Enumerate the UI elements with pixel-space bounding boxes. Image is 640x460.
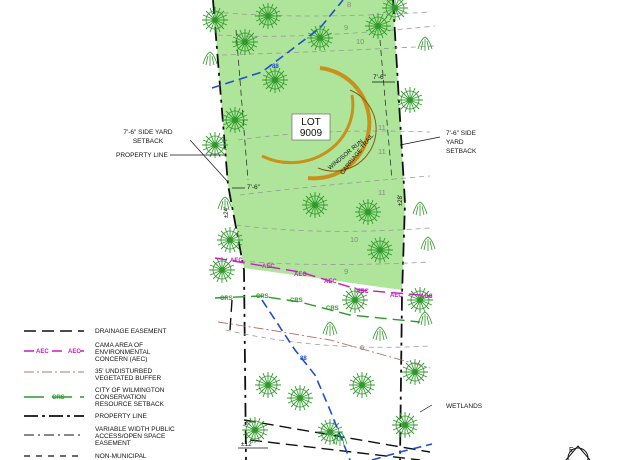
svg-text:10: 10 xyxy=(356,37,364,46)
legend-crs: CRS CITY OF WILMINGTON CONSERVATION RESO… xyxy=(24,387,165,408)
svg-text:88: 88 xyxy=(300,356,307,362)
dimension-labels: 7'-6" 7'-6" ±24' ±28' ±12' xyxy=(224,74,404,448)
svg-text:PROPERTY LINE: PROPERTY LINE xyxy=(95,413,147,420)
svg-text:YARD: YARD xyxy=(446,139,464,146)
lot-label: LOT 9009 xyxy=(291,113,331,141)
svg-text:AEC: AEC xyxy=(420,294,433,300)
svg-text:AEC: AEC xyxy=(324,279,337,285)
svg-text:AEC: AEC xyxy=(294,272,307,278)
svg-text:SETBACK: SETBACK xyxy=(446,148,477,155)
svg-text:7'-6" SIDE: 7'-6" SIDE xyxy=(446,130,477,137)
wetlands-label: WETLANDS xyxy=(446,403,483,410)
setback-lines xyxy=(235,29,393,181)
setback-label-right: 7'-6" SIDE YARD SETBACK xyxy=(446,130,477,155)
lot-area xyxy=(213,0,405,290)
svg-text:AEC: AEC xyxy=(36,349,49,355)
svg-text:11: 11 xyxy=(378,147,386,156)
svg-text:11: 11 xyxy=(378,123,386,132)
svg-text:9: 9 xyxy=(344,23,348,32)
svg-text:8: 8 xyxy=(347,0,351,9)
legend-buffer: 35' UNDISTURBED VEGETATED BUFFER xyxy=(24,368,162,382)
setback-label-left: 7'-6" SIDE YARD SETBACK xyxy=(123,129,172,145)
svg-text:NON-MUNICIPAL: NON-MUNICIPAL xyxy=(95,453,147,460)
svg-text:RESOURCE SETBACK: RESOURCE SETBACK xyxy=(95,401,165,408)
svg-text:7'-6": 7'-6" xyxy=(373,74,387,81)
svg-text:AEC: AEC xyxy=(230,258,243,264)
svg-text:EASEMENT: EASEMENT xyxy=(95,440,131,447)
svg-text:9: 9 xyxy=(344,267,348,276)
svg-text:AEC: AEC xyxy=(356,289,369,295)
lot-label-text: LOT xyxy=(301,117,320,128)
svg-text:10: 10 xyxy=(350,235,358,244)
contour-labels: 8 9 10 11 11 11 10 9 6 xyxy=(344,0,386,352)
property-line-label: PROPERTY LINE xyxy=(116,152,168,159)
north-arrow-letter: E xyxy=(569,447,574,454)
svg-text:AEC: AEC xyxy=(390,293,403,299)
svg-text:DRAINAGE EASEMENT: DRAINAGE EASEMENT xyxy=(95,328,167,335)
svg-text:CONSERVATION: CONSERVATION xyxy=(95,394,146,401)
legend-aec: AEC AEC CAMA AREA OF ENVIRONMENTAL CONCE… xyxy=(24,342,151,363)
crs-line: CRS CRS CRS CRS xyxy=(214,294,421,323)
property-lines xyxy=(212,0,406,460)
svg-text:AEC: AEC xyxy=(68,349,81,355)
legend-drainage: DRAINAGE EASEMENT xyxy=(24,328,167,335)
flood-line: 88 88 xyxy=(211,0,433,460)
svg-text:11: 11 xyxy=(378,188,386,197)
buffer-line xyxy=(217,321,431,369)
svg-text:±12': ±12' xyxy=(241,441,253,448)
svg-text:35' UNDISTURBED: 35' UNDISTURBED xyxy=(95,368,153,375)
svg-text:CITY OF WILMINGTON: CITY OF WILMINGTON xyxy=(95,387,165,394)
legend-non-municipal: NON-MUNICIPAL xyxy=(24,453,147,460)
aec-line: AEC AEC AEC AEC AEC AEC AEC xyxy=(214,257,433,300)
drainage-easement xyxy=(229,299,431,460)
svg-text:VARIABLE WIDTH PUBLIC: VARIABLE WIDTH PUBLIC xyxy=(95,426,175,433)
svg-text:CRS: CRS xyxy=(290,298,303,304)
svg-text:6: 6 xyxy=(360,343,364,352)
svg-text:CONCERN (AEC): CONCERN (AEC) xyxy=(95,356,147,363)
svg-text:AEC: AEC xyxy=(262,264,275,270)
svg-text:88: 88 xyxy=(272,64,279,70)
svg-text:±28': ±28' xyxy=(398,195,404,206)
svg-text:CRS: CRS xyxy=(52,395,65,401)
legend-access-easement: VARIABLE WIDTH PUBLIC ACCESS/OPEN SPACE … xyxy=(24,426,175,447)
dimension-callouts xyxy=(170,81,441,449)
north-arrow: E xyxy=(565,445,591,460)
svg-text:±24': ±24' xyxy=(224,207,230,218)
legend-property-line: PROPERTY LINE xyxy=(24,413,147,420)
svg-text:CRS: CRS xyxy=(326,306,339,312)
svg-text:CRS: CRS xyxy=(220,296,233,302)
svg-text:VEGETATED BUFFER: VEGETATED BUFFER xyxy=(95,375,162,382)
legend: DRAINAGE EASEMENT AEC AEC CAMA AREA OF E… xyxy=(24,328,175,460)
svg-text:ACCESS/OPEN SPACE: ACCESS/OPEN SPACE xyxy=(95,433,166,440)
svg-text:CAMA AREA OF: CAMA AREA OF xyxy=(95,342,143,349)
svg-text:7'-6" SIDE YARD: 7'-6" SIDE YARD xyxy=(123,129,172,136)
svg-text:ENVIRONMENTAL: ENVIRONMENTAL xyxy=(95,349,151,356)
svg-text:7'-6": 7'-6" xyxy=(247,184,261,191)
svg-text:CRS: CRS xyxy=(256,294,269,300)
lot-number: 9009 xyxy=(300,128,323,139)
svg-text:SETBACK: SETBACK xyxy=(133,138,164,145)
